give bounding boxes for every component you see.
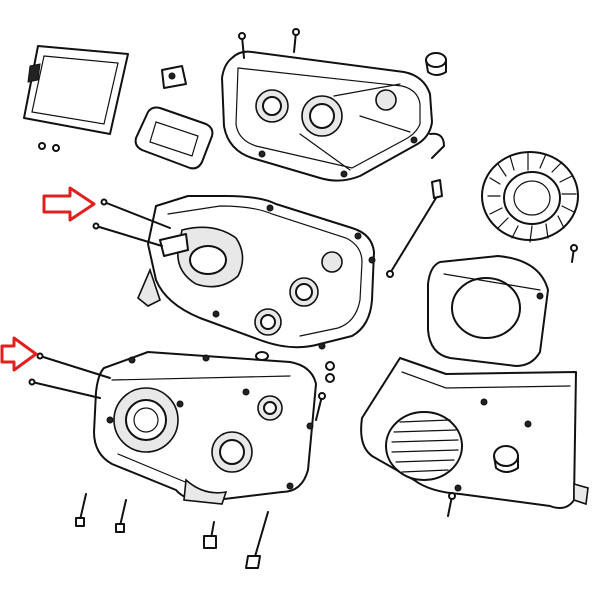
red-arrow-icon [42,186,96,222]
fan-shroud [427,255,549,367]
flywheel-fan [481,151,579,243]
small-clip [161,65,187,89]
bushing [425,52,447,76]
red-arrow-icon [0,336,38,372]
lower-studs [28,352,111,399]
callout-arrows [0,186,96,372]
upper-studs [92,198,171,247]
cover-plate [134,106,214,170]
transmission-cover [221,50,445,182]
bolts [238,28,300,59]
small-screw [570,244,578,263]
crankcase-half-lower [93,351,317,505]
engine-cover [360,357,589,517]
crankcase-half-upper [137,195,376,350]
bottom-bolts [75,493,269,569]
small-parts [255,351,335,421]
dipstick [386,179,443,278]
inspection-window [23,45,129,152]
